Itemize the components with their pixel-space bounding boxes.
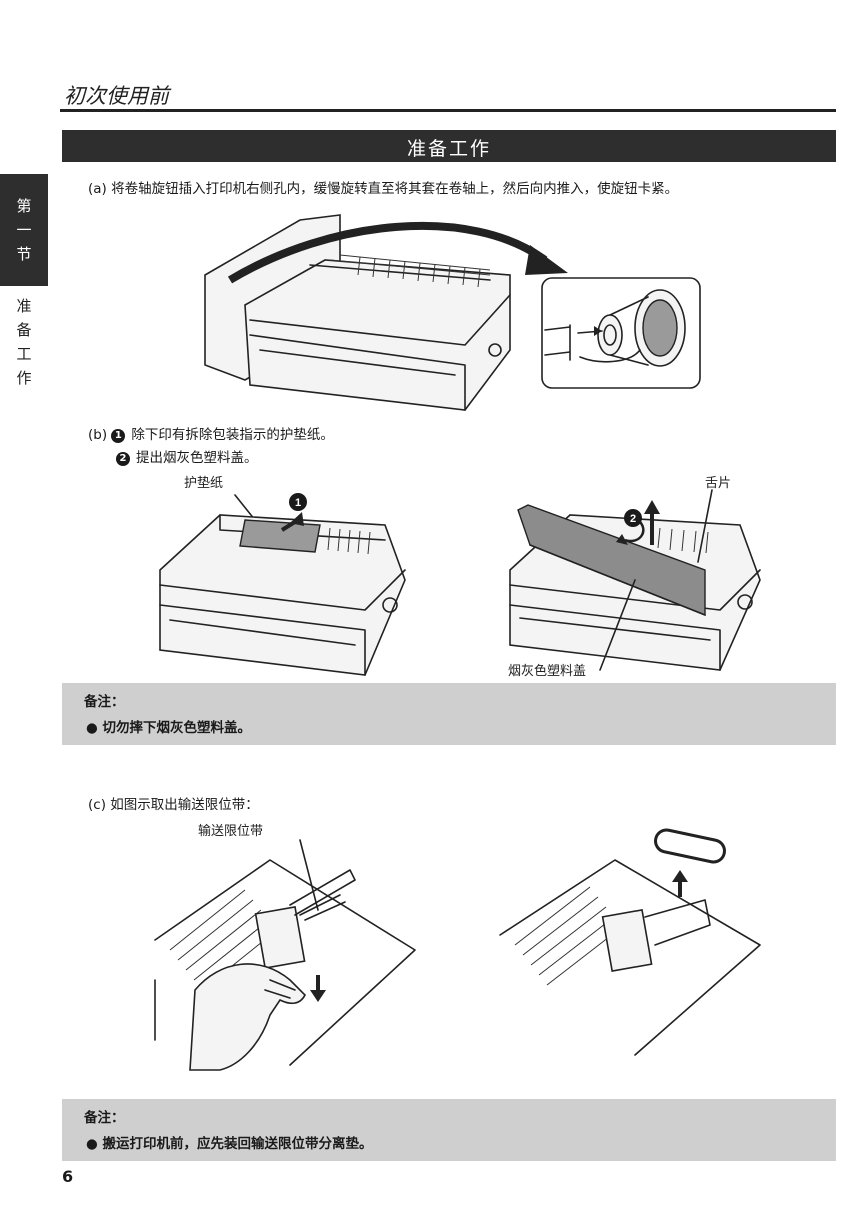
- page-title: 初次使用前: [64, 84, 169, 108]
- callout-1: 1: [295, 497, 301, 509]
- note-2-title: 备注：: [84, 1110, 125, 1126]
- section-banner: 准备工作: [62, 130, 836, 162]
- note-box-2: 备注： ● 搬运打印机前，应先装回输送限位带分离垫。: [62, 1099, 836, 1161]
- step-a-text: (a) 将卷轴旋钮插入打印机右侧孔内，缓慢旋转直至将其套在卷轴上，然后向内推入，…: [88, 181, 679, 197]
- label-smoke-cover: 烟灰色塑料盖: [508, 664, 587, 679]
- step-b1: (b) 1 除下印有拆除包装指示的护垫纸。: [88, 423, 334, 443]
- label-transport-lock: 输送限位带: [198, 824, 264, 839]
- title-rule: [60, 109, 836, 112]
- figure-c-hand-remove: [154, 839, 416, 1071]
- side-tab-chapter-text: 第一节: [16, 197, 32, 263]
- section-banner-text: 准备工作: [406, 138, 491, 160]
- note-1-item: ● 切勿摔下烟灰色塑料盖。: [86, 720, 251, 736]
- callout-2: 2: [630, 513, 636, 525]
- step-b1-text: 除下印有拆除包装指示的护垫纸。: [131, 427, 334, 443]
- label-tab: 舌片: [705, 476, 732, 491]
- note-box-1: 备注： ● 切勿摔下烟灰色塑料盖。: [62, 683, 836, 745]
- note-2-item: ● 搬运打印机前，应先装回输送限位带分离垫。: [86, 1136, 373, 1152]
- figure-c-lock-removed: [499, 828, 761, 1056]
- step-c-text: (c) 如图示取出输送限位带：: [88, 797, 259, 813]
- side-tab-section-text: 准备工作: [16, 297, 32, 387]
- figure-a-printer-knob: [204, 214, 701, 411]
- figure-b-remove-pad: 1: [159, 493, 406, 676]
- figure-b-lift-cover: 2: [509, 489, 761, 671]
- step-b2-number: 2: [116, 452, 130, 466]
- label-pad-paper: 护垫纸: [184, 476, 224, 491]
- step-b2: 2 提出烟灰色塑料盖。: [116, 446, 258, 466]
- step-b1-number: 1: [111, 429, 126, 443]
- page-number: 6: [62, 1167, 74, 1186]
- step-b2-text: 提出烟灰色塑料盖。: [136, 450, 258, 466]
- note-1-title: 备注：: [84, 694, 125, 710]
- side-tab-chapter: 第一节: [0, 174, 48, 286]
- step-b-prefix: (b): [88, 427, 108, 443]
